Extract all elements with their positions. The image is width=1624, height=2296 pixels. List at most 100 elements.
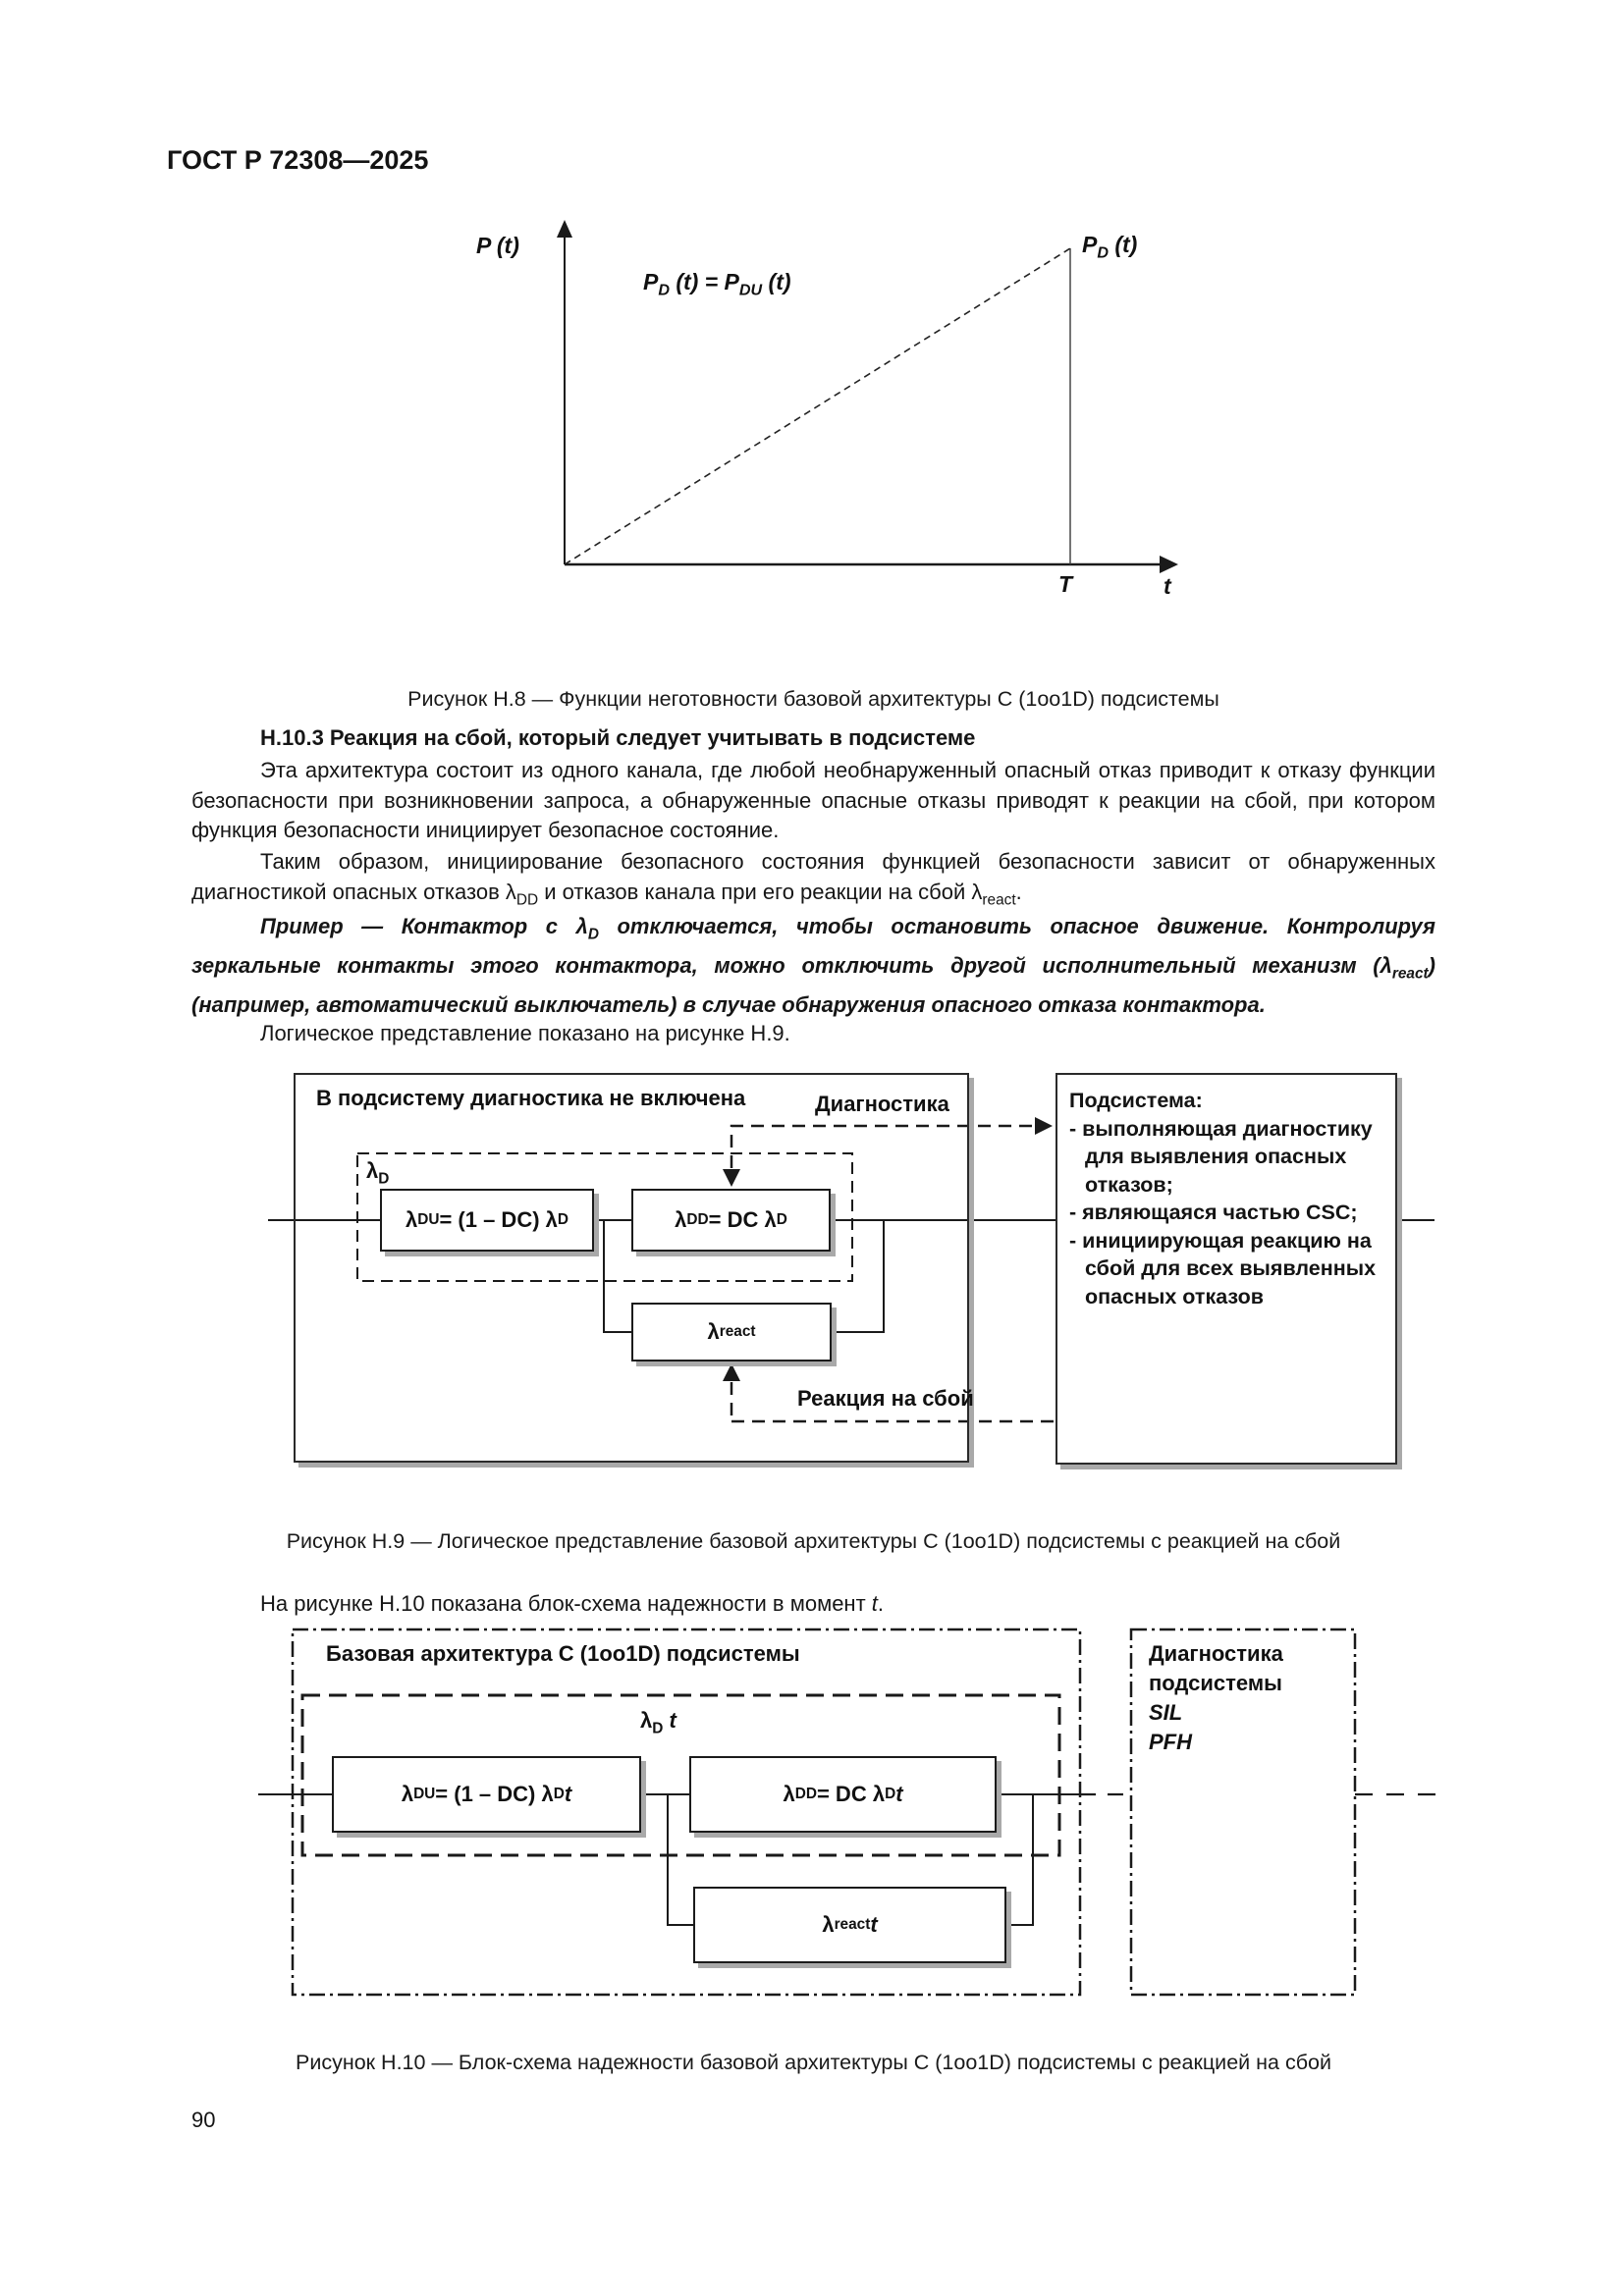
ldt-t: t (663, 1708, 677, 1733)
react-s: react (719, 1323, 756, 1340)
figure-h10-diagram: Базовая архитектура С (1oo1D) подсистемы… (177, 1622, 1453, 2004)
figure-h10-caption: Рисунок Н.10 — Блок-схема надежности баз… (296, 2051, 1331, 2074)
lambda-d-dashed-box (356, 1152, 853, 1282)
diagnostics-dashdot-box (1129, 1628, 1357, 1997)
example-sub-2: react (1391, 965, 1429, 983)
du10-mid: = (1 – DC) λ (435, 1782, 554, 1806)
du10-l: λ (401, 1782, 414, 1806)
react10-s: react (834, 1916, 871, 1933)
react10-t: t (870, 1912, 878, 1937)
subsystem-box: Подсистема: - выполняющая диагностику дл… (1056, 1073, 1397, 1465)
lambda-d-symbol: λ (366, 1158, 379, 1183)
x-axis-label: t (1164, 573, 1171, 599)
figure-h8-graph: P (t) PD (t) = PDU (t) PD (t) T t (422, 218, 1198, 611)
intro-text-2: . (877, 1591, 885, 1616)
y-axis-arrow-icon (557, 220, 572, 238)
t-tick-label: T (1058, 571, 1073, 597)
y-axis-label: P (t) (476, 233, 519, 259)
diagnostics-down-arrow-icon (723, 1169, 740, 1187)
pd-curve-dashed-line (564, 247, 1071, 565)
dd10-l: λ (783, 1782, 795, 1806)
diagnostics-box-text: Диагностика подсистемы SIL PFH (1149, 1639, 1283, 1757)
du-s1: DU (417, 1211, 440, 1228)
paragraph-2: Таким образом, инициирование безопасного… (191, 847, 1435, 915)
react10-l: λ (822, 1912, 835, 1937)
dd10-t: t (895, 1782, 903, 1806)
example-paragraph: Пример — Контактор с λD отключается, что… (191, 911, 1435, 1020)
page-number: 90 (191, 2108, 216, 2132)
y-axis-label-t: (t) (490, 233, 519, 258)
lambda-d-sub: D (378, 1170, 390, 1188)
architecture-box-label: Базовая архитектура С (1oo1D) подсистемы (326, 1641, 800, 1666)
dd-s2: D (776, 1211, 787, 1228)
x-axis-arrow-icon (1160, 556, 1178, 573)
eq-p2: (t) = P (669, 269, 739, 294)
intro-text-1: На рисунке Н.10 показана блок-схема наде… (260, 1591, 872, 1616)
paragraph-1: Эта архитектура состоит из одного канала… (191, 758, 1435, 842)
figure-h8-caption: Рисунок Н.8 — Функции неготовности базов… (407, 687, 1219, 711)
channel-box-label: В подсистему диагностика не включена (316, 1086, 746, 1110)
example-lambda-2: λ (1380, 952, 1392, 978)
paragraph-3: Логическое представление показано на рис… (260, 1021, 790, 1045)
graph-axes (557, 220, 1178, 573)
dd-l: λ (675, 1207, 687, 1232)
figure-h9-caption: Рисунок Н.9 — Логическое представление б… (286, 1529, 1341, 1553)
dd-s1: DD (686, 1211, 709, 1228)
du10-s2: D (553, 1786, 565, 1802)
figure-h10-intro: На рисунке Н.10 показана блок-схема наде… (191, 1589, 1435, 1620)
junction-right (1006, 1794, 1034, 1926)
junction-left (667, 1794, 693, 1926)
para2-sub-1: DD (515, 890, 539, 908)
dd-mid: = DC λ (708, 1207, 777, 1232)
example-text-1: Пример — Контактор с (260, 914, 576, 938)
ldt-s: D (652, 1720, 664, 1737)
para2-lambda-1: λ (505, 879, 516, 904)
ldt-l: λ (640, 1708, 653, 1733)
diagnostics-dashed-line (730, 1124, 1033, 1168)
diagnostics-box-pfh: PFH (1149, 1730, 1192, 1754)
example-text-3: ) (например, автоматический выключатель)… (191, 952, 1435, 1017)
example-sub-1: D (587, 926, 599, 943)
du-l: λ (405, 1207, 418, 1232)
diagnostics-box-line: Диагностика (1149, 1641, 1283, 1666)
du10-t: t (564, 1782, 572, 1806)
intro-italic-t: t (871, 1591, 878, 1616)
du-s2: D (557, 1211, 569, 1228)
dd10-s1: DD (794, 1786, 817, 1802)
pd-curve-label: PD (t) (1082, 232, 1137, 263)
reaction-label: Реакция на сбой (797, 1386, 974, 1411)
section-heading: Н.10.3 Реакция на сбой, который следует … (260, 725, 976, 750)
junction-left (603, 1220, 631, 1333)
pd-s: D (1097, 243, 1109, 262)
lambda-dt-label: λD t (640, 1708, 677, 1737)
reaction-up-arrow-icon (723, 1363, 740, 1381)
eq-s1: D (658, 281, 670, 299)
dd10-s2: D (885, 1786, 896, 1802)
eq-s2: DU (738, 281, 763, 299)
figure-h9-diagram: В подсистему диагностика не включена λD … (177, 1070, 1453, 1482)
architecture-dashdot-box (291, 1628, 1082, 1997)
pd-t: (t) (1108, 232, 1138, 257)
para2-sub-2: react (982, 890, 1016, 908)
diagnostics-box-sil: SIL (1149, 1700, 1183, 1725)
du10-s1: DU (413, 1786, 436, 1802)
lambda-dt-dashed-box (300, 1693, 1061, 1857)
subsystem-item: - выполняющая диагностику для выявления … (1069, 1116, 1373, 1197)
diagnostics-label: Диагностика (815, 1092, 949, 1116)
eq-p1: P (643, 269, 659, 294)
y-axis-label-p: P (476, 233, 491, 258)
pd-p: P (1082, 232, 1098, 257)
graph-equation: PD (t) = PDU (t) (643, 269, 791, 300)
lambda-d-label: λD (366, 1158, 389, 1188)
para2-text-1: Таким образом, инициирование безопасного… (191, 849, 1435, 904)
channel-outer-box (294, 1073, 969, 1463)
document-header: ГОСТ Р 72308—2025 (167, 145, 429, 175)
diagnostics-arrow-icon (1035, 1117, 1053, 1135)
